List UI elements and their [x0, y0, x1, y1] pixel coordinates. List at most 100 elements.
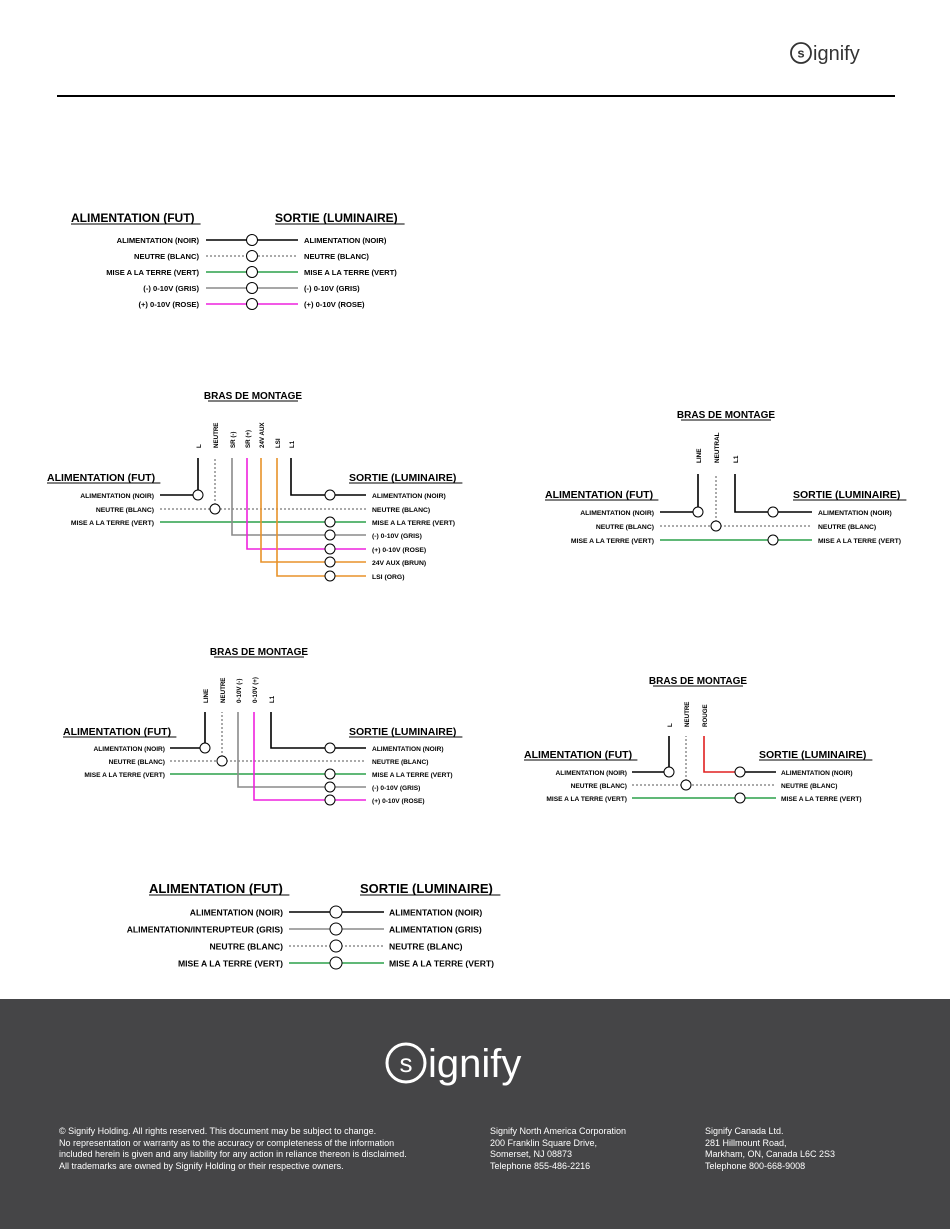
address-line: Signify Canada Ltd.: [705, 1126, 784, 1136]
d4-right-label: ALIMENTATION (NOIR): [372, 746, 444, 753]
address-line: Somerset, NJ 08873: [490, 1149, 573, 1160]
d2-title-right: SORTIE (LUMINAIRE): [349, 472, 456, 484]
d2-arm-wire-label: SR (+): [245, 430, 252, 448]
d4-arm-wire-label: LINE: [203, 689, 210, 703]
d6-title-left: ALIMENTATION (FUT): [149, 881, 283, 896]
d5-node: [663, 766, 675, 778]
d4-arm-title: BRAS DE MONTAGE: [210, 647, 308, 658]
d4-node: [324, 742, 336, 754]
d2-arm-title: BRAS DE MONTAGE: [204, 391, 302, 402]
d5-right-label: NEUTRE (BLANC): [781, 783, 837, 790]
d4-arm-wire-label: 0-10V (+): [252, 677, 259, 703]
d5-wire-line: [632, 736, 670, 773]
d3-arm-wire-label: L1: [733, 455, 740, 463]
d5-arm-wire-label: L: [667, 723, 674, 727]
d4-title-left: ALIMENTATION (FUT): [63, 726, 171, 738]
d2-right-label: (+) 0-10V (ROSE): [372, 547, 426, 554]
footer-address-ca: Signify Canada Ltd. 281 Hillmount Road, …: [705, 1126, 835, 1172]
d1-splice-node: [246, 282, 258, 294]
d4-right-label: (+) 0-10V (ROSE): [372, 798, 425, 805]
d3-node: [710, 520, 722, 532]
d4-left-label: MISE A LA TERRE (VERT): [84, 772, 165, 779]
legal-line: © Signify Holding. All rights reserved. …: [59, 1126, 377, 1136]
d1-right-label: NEUTRE (BLANC): [304, 252, 369, 261]
d2-arm-wire-label: LSI: [275, 438, 282, 448]
d3-right-label: NEUTRE (BLANC): [818, 524, 876, 531]
d3-node: [767, 534, 779, 546]
d2-left-label: ALIMENTATION (NOIR): [80, 493, 154, 500]
signify-s-letter: s: [797, 46, 804, 61]
d3-left-label: NEUTRE (BLANC): [596, 524, 654, 531]
d5-arm-wire-label: NEUTRE: [684, 702, 691, 727]
d2-arm-wire-label: 24V AUX: [259, 422, 266, 448]
header-rule: [57, 95, 895, 97]
d1-left-label: (+) 0-10V (ROSE): [138, 300, 199, 309]
d5-node: [734, 792, 746, 804]
d6-splice-node: [329, 905, 343, 919]
d5-wire-red: [703, 736, 740, 773]
legal-line: included herein is given and any liabili…: [59, 1149, 407, 1160]
d2-left-label: MISE A LA TERRE (VERT): [71, 520, 154, 527]
d3-arm-title: BRAS DE MONTAGE: [677, 410, 775, 421]
signify-wordmark: ignify: [428, 1042, 521, 1086]
d6-title-right: SORTIE (LUMINAIRE): [360, 881, 493, 896]
d3-arm-wire-label: LINE: [696, 448, 703, 463]
d5-node: [680, 779, 692, 791]
d3-wire-l1: [734, 474, 812, 513]
d3-node: [692, 506, 704, 518]
footer-address-us: Signify North America Corporation 200 Fr…: [490, 1126, 626, 1172]
address-line: 281 Hillmount Road,: [705, 1137, 787, 1148]
d2-right-label: ALIMENTATION (NOIR): [372, 493, 446, 500]
d4-node: [324, 781, 336, 793]
d6-right-label: ALIMENTATION (NOIR): [389, 908, 482, 918]
d2-node: [324, 516, 336, 528]
d2-node: [192, 489, 204, 501]
d5-right-label: MISE A LA TERRE (VERT): [781, 796, 862, 803]
d2-left-label: NEUTRE (BLANC): [96, 507, 154, 514]
d5-arm-title: BRAS DE MONTAGE: [649, 676, 747, 687]
d1-left-label: MISE A LA TERRE (VERT): [106, 268, 199, 277]
d3-wire-line: [660, 474, 699, 513]
d4-arm-wire-label: NEUTRE: [220, 678, 227, 703]
d3-right-label: MISE A LA TERRE (VERT): [818, 538, 901, 545]
d5-left-label: MISE A LA TERRE (VERT): [546, 796, 627, 803]
d2-title-left: ALIMENTATION (FUT): [47, 472, 155, 484]
d1-right-label: ALIMENTATION (NOIR): [304, 236, 387, 245]
d2-wire-drop: [231, 458, 366, 536]
d4-node: [199, 742, 211, 754]
address-line: Telephone 855-486-2216: [490, 1160, 591, 1171]
d2-arm-wire-label: L: [196, 444, 203, 448]
d2-arm-wire-label: L1: [289, 440, 296, 448]
d3-arm-wire-label: NEUTRAL: [714, 432, 721, 463]
d2-node: [209, 503, 221, 515]
d3-title-left: ALIMENTATION (FUT): [545, 489, 653, 501]
d2-wire-l1: [290, 458, 366, 496]
address-line: Telephone 800-668-9008: [705, 1160, 806, 1171]
d3-left-label: ALIMENTATION (NOIR): [580, 510, 654, 517]
d4-right-label: MISE A LA TERRE (VERT): [372, 772, 453, 779]
address-line: Markham, ON, Canada L6C 2S3: [705, 1149, 836, 1160]
signify-s-circle-icon: [790, 42, 812, 64]
d4-title-right: SORTIE (LUMINAIRE): [349, 726, 456, 738]
d6-left-label: ALIMENTATION/INTERUPTEUR (GRIS): [127, 925, 283, 935]
wiring-diagrams: ALIMENTATION (FUT) SORTIE (LUMINAIRE) ALIM…: [47, 211, 907, 970]
signify-s-letter: s: [400, 1048, 413, 1078]
d6-splice-node: [329, 956, 343, 970]
d1-splice-node: [246, 266, 258, 278]
d4-node: [324, 794, 336, 806]
d2-arm-wire-label: SR (-): [230, 432, 237, 449]
d6-splice-node: [329, 922, 343, 936]
legal-line: All trademarks are owned by Signify Hold…: [59, 1160, 344, 1171]
d1-title-right: SORTIE (LUMINAIRE): [275, 211, 398, 225]
d2-right-label: LSI (ORG): [372, 574, 404, 581]
d3-left-label: MISE A LA TERRE (VERT): [571, 538, 654, 545]
d4-node: [216, 755, 228, 767]
d4-right-label: NEUTRE (BLANC): [372, 759, 428, 766]
d6-left-label: MISE A LA TERRE (VERT): [178, 959, 283, 969]
d2-right-label: MISE A LA TERRE (VERT): [372, 520, 455, 527]
d1-left-label: (-) 0-10V (GRIS): [143, 284, 199, 293]
d1-splice-node: [246, 250, 258, 262]
d3-title-right: SORTIE (LUMINAIRE): [793, 489, 900, 501]
d2-right-label: 24V AUX (BRUN): [372, 560, 426, 567]
d6-splice-node: [329, 939, 343, 953]
